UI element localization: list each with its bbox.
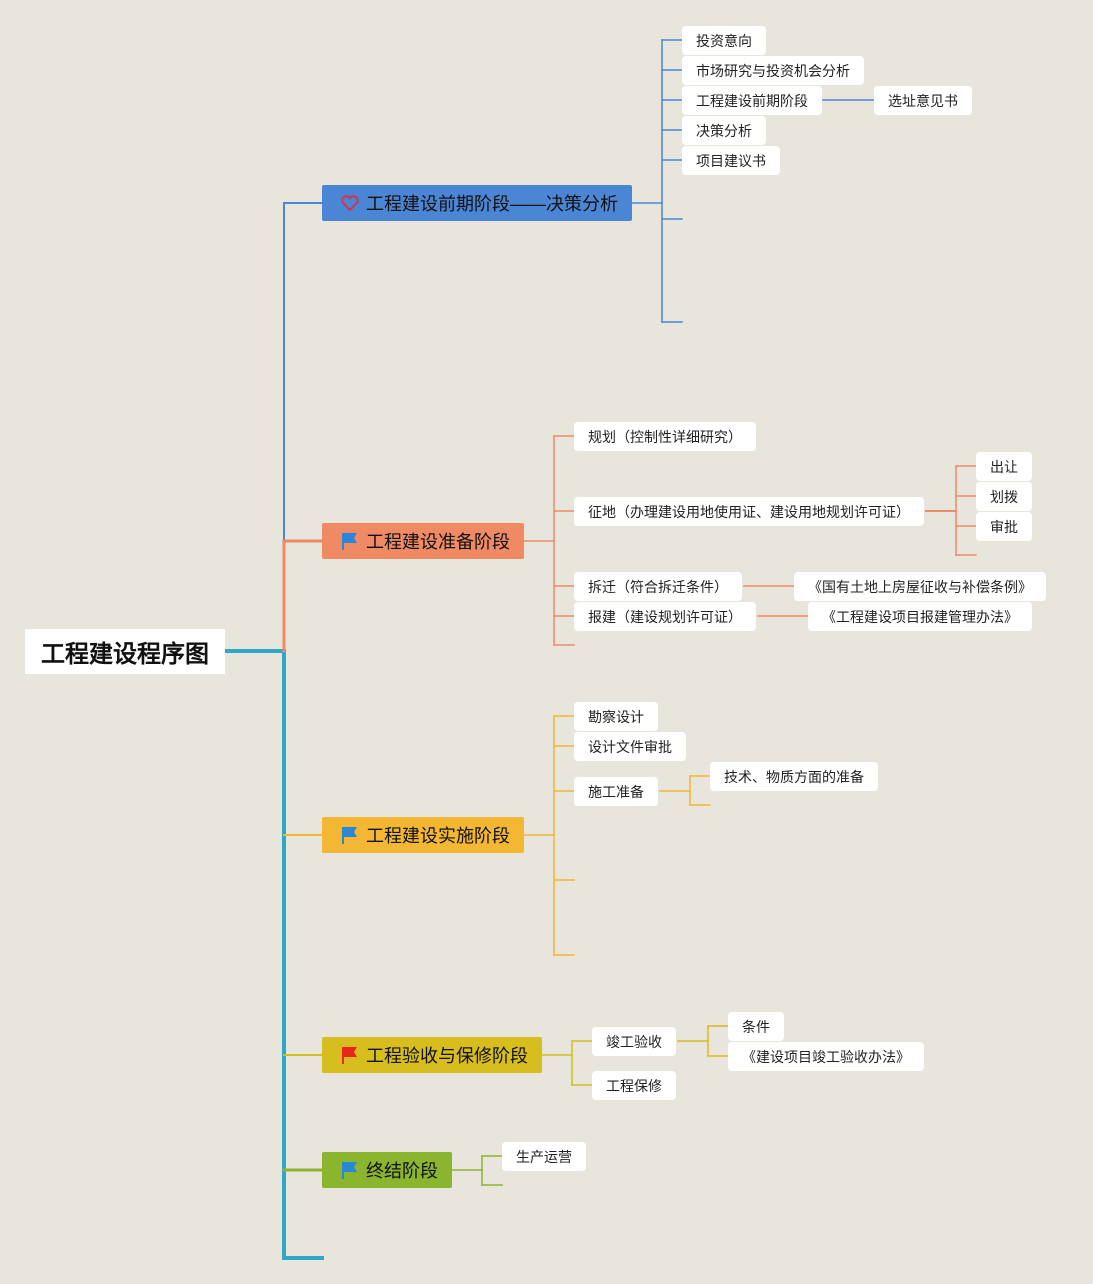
branch-label: 工程建设实施阶段 — [366, 826, 510, 846]
list-item[interactable]: 生产运营 — [502, 1142, 586, 1171]
item-label: 《工程建设项目报建管理办法》 — [822, 608, 1018, 625]
item-label: 《国有土地上房屋征收与补偿条例》 — [808, 578, 1032, 595]
flag-icon — [340, 825, 360, 845]
list-item[interactable]: 竣工验收 — [592, 1027, 676, 1056]
list-item[interactable]: 《建设项目竣工验收办法》 — [728, 1042, 924, 1071]
branch-implementation[interactable]: 工程建设实施阶段 — [322, 817, 524, 853]
item-label: 技术、物质方面的准备 — [724, 768, 864, 785]
item-label: 项目建议书 — [696, 152, 766, 169]
list-item[interactable]: 施工准备 — [574, 777, 658, 806]
list-item[interactable]: 审批 — [976, 512, 1032, 541]
list-item[interactable]: 征地（办理建设用地使用证、建设用地规划许可证） — [574, 497, 924, 526]
item-label: 条件 — [742, 1018, 770, 1035]
list-item[interactable]: 设计文件审批 — [574, 732, 686, 761]
list-item[interactable]: 项目建议书 — [682, 146, 780, 175]
list-item[interactable]: 工程保修 — [592, 1071, 676, 1100]
item-label: 工程建设前期阶段 — [696, 92, 808, 109]
list-item[interactable]: 工程建设前期阶段 — [682, 86, 822, 115]
root-node[interactable]: 工程建设程序图 — [25, 629, 225, 674]
list-item[interactable]: 决策分析 — [682, 116, 766, 145]
item-label: 《建设项目竣工验收办法》 — [742, 1048, 910, 1065]
branch-acceptance-warranty[interactable]: 工程验收与保修阶段 — [322, 1037, 542, 1073]
list-item[interactable]: 投资意向 — [682, 26, 766, 55]
branch-label: 工程建设准备阶段 — [366, 532, 510, 552]
item-label: 出让 — [990, 458, 1018, 475]
list-item[interactable]: 条件 — [728, 1012, 784, 1041]
item-label: 审批 — [990, 518, 1018, 535]
list-item[interactable]: 市场研究与投资机会分析 — [682, 56, 864, 85]
branch-preparation[interactable]: 工程建设准备阶段 — [322, 523, 524, 559]
list-item[interactable]: 出让 — [976, 452, 1032, 481]
item-label: 投资意向 — [696, 32, 752, 49]
item-label: 勘察设计 — [588, 708, 644, 725]
item-label: 划拨 — [990, 488, 1018, 505]
list-item[interactable]: 报建（建设规划许可证） — [574, 602, 756, 631]
flag-icon — [340, 531, 360, 551]
list-item[interactable]: 技术、物质方面的准备 — [710, 762, 878, 791]
flag-icon — [340, 1045, 360, 1065]
branch-label: 终结阶段 — [366, 1161, 438, 1181]
item-label: 决策分析 — [696, 122, 752, 139]
branch-label: 工程建设前期阶段——决策分析 — [366, 194, 618, 214]
list-item[interactable]: 勘察设计 — [574, 702, 658, 731]
item-label: 征地（办理建设用地使用证、建设用地规划许可证） — [588, 503, 910, 520]
item-label: 选址意见书 — [888, 92, 958, 109]
branch-pre-decision[interactable]: 工程建设前期阶段——决策分析 — [322, 185, 632, 221]
item-label: 竣工验收 — [606, 1033, 662, 1050]
branch-closing[interactable]: 终结阶段 — [322, 1152, 452, 1188]
list-item[interactable]: 划拨 — [976, 482, 1032, 511]
flag-icon — [340, 1160, 360, 1180]
item-label: 设计文件审批 — [588, 738, 672, 755]
list-item[interactable]: 《国有土地上房屋征收与补偿条例》 — [794, 572, 1046, 601]
item-label: 生产运营 — [516, 1148, 572, 1165]
item-label: 报建（建设规划许可证） — [588, 608, 742, 625]
list-item[interactable]: 拆迁（符合拆迁条件） — [574, 572, 742, 601]
list-item[interactable]: 规划（控制性详细研究） — [574, 422, 756, 451]
heart-icon — [340, 193, 360, 213]
item-label: 市场研究与投资机会分析 — [696, 62, 850, 79]
item-label: 规划（控制性详细研究） — [588, 428, 742, 445]
item-label: 施工准备 — [588, 783, 644, 800]
branch-label: 工程验收与保修阶段 — [366, 1046, 528, 1066]
root-label: 工程建设程序图 — [41, 641, 209, 668]
item-label: 拆迁（符合拆迁条件） — [588, 578, 728, 595]
list-item[interactable]: 选址意见书 — [874, 86, 972, 115]
item-label: 工程保修 — [606, 1077, 662, 1094]
list-item[interactable]: 《工程建设项目报建管理办法》 — [808, 602, 1032, 631]
